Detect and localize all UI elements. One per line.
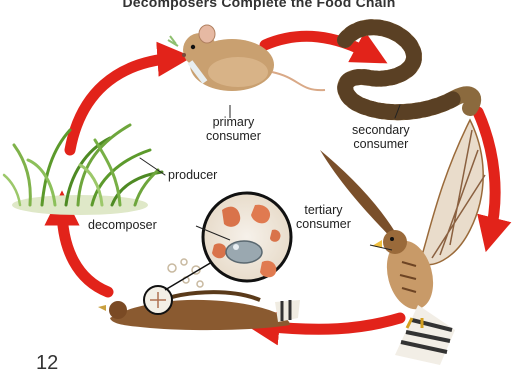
label-primary-consumer: primary consumer <box>206 115 261 143</box>
label-tertiary-consumer: tertiary consumer <box>296 203 351 231</box>
snake-icon <box>345 27 473 118</box>
label-decomposer: decomposer <box>88 218 157 232</box>
label-secondary-consumer: secondary consumer <box>352 123 410 151</box>
page-number: 12 <box>36 352 58 375</box>
hawk-tail <box>395 305 455 365</box>
grass-icon <box>4 125 165 215</box>
spore-swirls <box>168 259 203 287</box>
diagram-title: Decomposers Complete the Food Chain <box>0 0 518 10</box>
label-producer: producer <box>168 168 217 182</box>
decomposer-magnifier-icon <box>165 193 291 290</box>
